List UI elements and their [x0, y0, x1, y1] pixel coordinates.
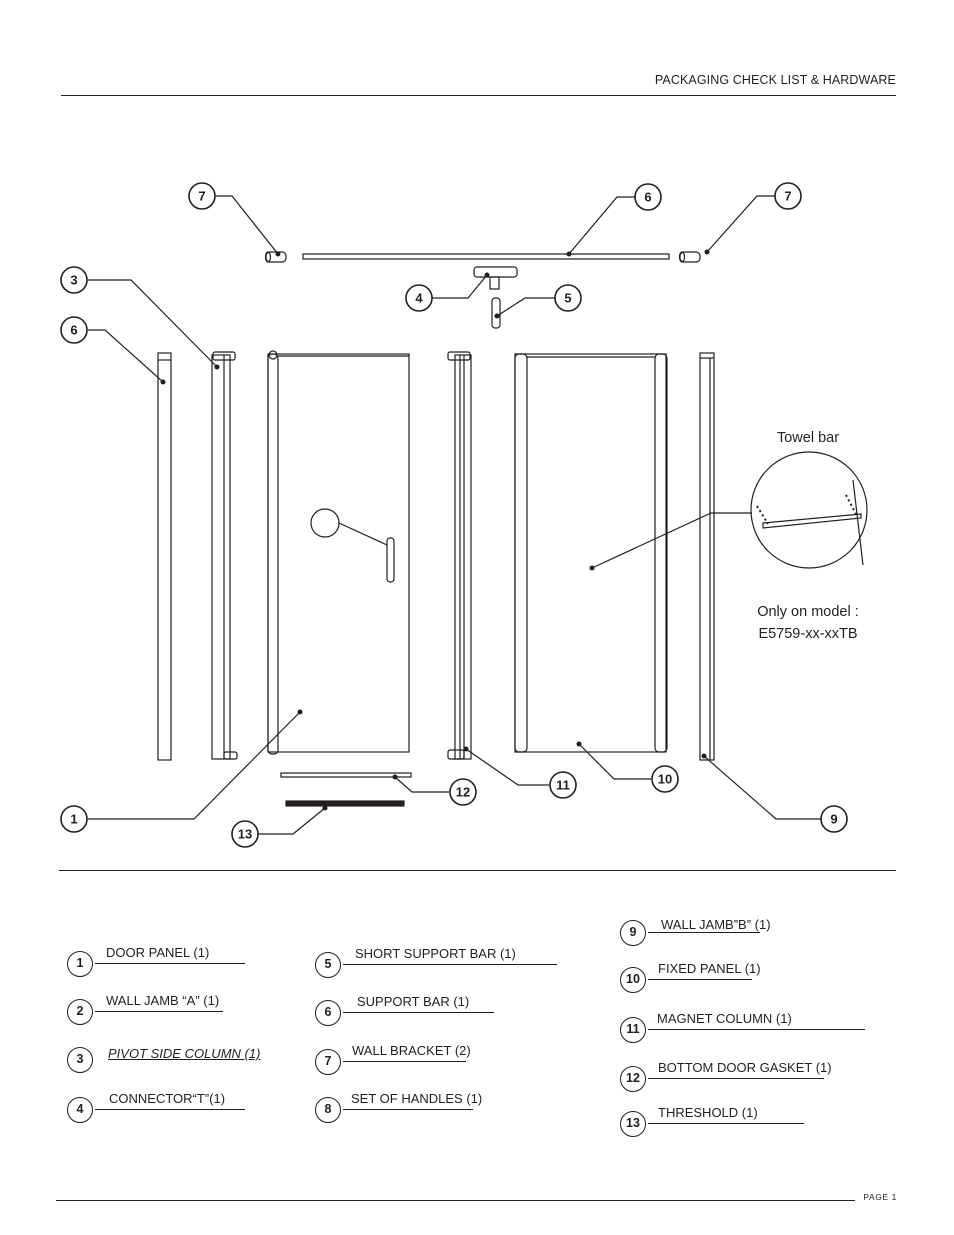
- magnet-column: [447, 351, 472, 760]
- legend-number-circle: 2: [67, 999, 93, 1025]
- callout-7: 7: [188, 182, 216, 210]
- legend-label: MAGNET COLUMN (1): [657, 1011, 792, 1026]
- legend-label: SET OF HANDLES (1): [351, 1091, 483, 1106]
- callout-7: 7: [774, 182, 802, 210]
- header-title: PACKAGING CHECK LIST & HARDWARE: [654, 73, 896, 87]
- footer-rule: [56, 1200, 855, 1201]
- callout-number: 10: [658, 772, 672, 787]
- pivot-side-column: [211, 351, 238, 760]
- legend-label: SUPPORT BAR (1): [357, 994, 470, 1009]
- page-number: PAGE 1: [863, 1192, 897, 1202]
- legend-underline: [343, 1109, 473, 1110]
- callout-circle: [188, 182, 216, 210]
- callout-number: 1: [70, 812, 77, 827]
- legend-number-circle: 5: [315, 952, 341, 978]
- exploded-parts-diagram: 7 6 7 3 6 4 5 1 13 12 11 10 9: [60, 182, 868, 848]
- legend-label: THRESHOLD (1): [658, 1105, 758, 1120]
- wall-jamb-b: [699, 352, 715, 761]
- callout-circle: [549, 771, 577, 799]
- callout-number: 7: [198, 189, 205, 204]
- legend-number-circle: 3: [67, 1047, 93, 1073]
- legend-underline: [343, 1012, 494, 1013]
- model-note-line1: Only on model :: [757, 604, 859, 620]
- legend-number-circle: 13: [620, 1111, 646, 1137]
- callout-number: 12: [456, 785, 470, 800]
- callout-circle: [60, 316, 88, 344]
- legend-label: PIVOT SIDE COLUMN (1): [108, 1046, 261, 1061]
- threshold: [285, 800, 405, 807]
- callout-number: 6: [644, 190, 651, 205]
- callout-number: 5: [564, 291, 571, 306]
- towel-bar-label: Towel bar: [776, 430, 840, 446]
- legend-number-circle: 7: [315, 1049, 341, 1075]
- legend-number-circle: 11: [620, 1017, 646, 1043]
- callout-6: 6: [60, 316, 88, 344]
- legend-underline: [648, 1078, 824, 1079]
- callout-number: 7: [784, 189, 791, 204]
- callout-5: 5: [554, 284, 582, 312]
- callout-13: 13: [231, 820, 259, 848]
- callout-number: 6: [70, 323, 77, 338]
- callout-10: 10: [651, 765, 679, 793]
- callout-circle: [405, 284, 433, 312]
- door-panel: [267, 350, 410, 755]
- header-rule: [61, 95, 896, 96]
- bottom-door-gasket: [280, 772, 412, 778]
- legend-underline: [95, 963, 245, 964]
- legend-underline: [95, 1109, 245, 1110]
- towel-bar-detail: [750, 451, 868, 569]
- callout-1: 1: [60, 805, 88, 833]
- legend-underline: [648, 1123, 804, 1124]
- callout-number: 4: [415, 291, 423, 306]
- legend-label: WALL JAMB”B” (1): [661, 917, 771, 932]
- callout-11: 11: [549, 771, 577, 799]
- callout-3: 3: [60, 266, 88, 294]
- callout-12: 12: [449, 778, 477, 806]
- legend-label: CONNECTOR“T”(1): [109, 1091, 226, 1106]
- section-rule: [59, 870, 896, 871]
- support-bar: [302, 253, 670, 260]
- callout-circle: [449, 778, 477, 806]
- legend-label: WALL JAMB “A” (1): [106, 993, 220, 1008]
- legend-number-circle: 10: [620, 967, 646, 993]
- connector-t: [473, 266, 518, 290]
- callout-circle: [651, 765, 679, 793]
- callout-circle: [820, 805, 848, 833]
- callout-circle: [634, 183, 662, 211]
- callout-6: 6: [634, 183, 662, 211]
- legend-underline: [95, 1011, 223, 1012]
- legend-label: WALL BRACKET (2): [352, 1043, 471, 1058]
- callout-4: 4: [405, 284, 433, 312]
- callout-number: 3: [70, 273, 77, 288]
- short-support-bar: [491, 297, 501, 329]
- callout-number: 9: [830, 812, 837, 827]
- legend-number-circle: 12: [620, 1066, 646, 1092]
- legend-number-circle: 9: [620, 920, 646, 946]
- callout-number: 13: [238, 827, 252, 842]
- callout-number: 11: [556, 778, 570, 793]
- legend-number-circle: 8: [315, 1097, 341, 1123]
- legend-label: DOOR PANEL (1): [106, 945, 210, 960]
- callout-circle: [60, 805, 88, 833]
- wall-bracket-right: [678, 251, 701, 263]
- legend-number-circle: 4: [67, 1097, 93, 1123]
- legend-underline: [648, 932, 760, 933]
- legend-underline: [648, 979, 752, 980]
- legend-label: FIXED PANEL (1): [658, 961, 761, 976]
- legend-underline: [648, 1029, 865, 1030]
- model-note-line2: E5759-xx-xxTB: [758, 626, 858, 642]
- legend-label: BOTTOM DOOR GASKET (1): [658, 1060, 832, 1075]
- callout-circle: [60, 266, 88, 294]
- legend-number-circle: 1: [67, 951, 93, 977]
- legend-label: SHORT SUPPORT BAR (1): [355, 946, 516, 961]
- legend-number-circle: 6: [315, 1000, 341, 1026]
- callout-9: 9: [820, 805, 848, 833]
- legend-underline: [343, 964, 557, 965]
- callout-circle: [231, 820, 259, 848]
- callout-circle: [554, 284, 582, 312]
- callout-circle: [774, 182, 802, 210]
- wall-jamb-a: [157, 352, 172, 761]
- legend-underline: [343, 1061, 466, 1062]
- fixed-panel: [514, 353, 668, 753]
